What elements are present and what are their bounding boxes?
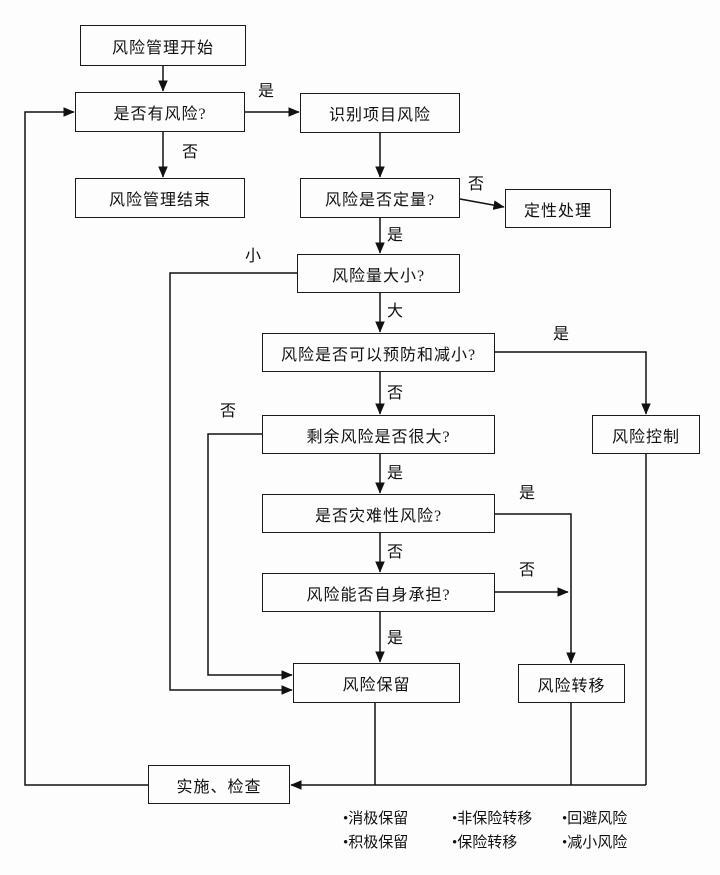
edge-residual-no-retain <box>207 433 293 680</box>
node-qualitative: 定性处理 <box>505 189 611 228</box>
node-catastrophic: 是否灾难性风险? <box>262 494 495 533</box>
legend-non-insurance-transfer: •非保险转移 <box>452 811 533 827</box>
edge-label-no: 否 <box>220 403 237 420</box>
edge-label-no: 否 <box>468 176 485 193</box>
edge-label-no: 否 <box>519 562 536 579</box>
edge-magnitude-small-retain <box>169 272 297 695</box>
edge-label-yes: 是 <box>553 326 570 343</box>
edge-label-no: 否 <box>387 544 404 561</box>
node-magnitude: 风险量大小? <box>297 254 460 293</box>
node-prevent-reduce: 风险是否可以预防和减小? <box>262 333 495 372</box>
legend-insurance-transfer: •保险转移 <box>452 835 518 851</box>
edge-label-yes: 是 <box>387 630 404 647</box>
node-identify-risk: 识别项目风险 <box>300 93 460 133</box>
node-residual-risk: 剩余风险是否很大? <box>262 415 495 454</box>
node-risk-retain: 风险保留 <box>293 663 460 703</box>
node-risk-transfer: 风险转移 <box>518 664 625 703</box>
edge-label-yes: 是 <box>519 485 536 502</box>
legend-reduce-risk: •减小风险 <box>562 835 628 851</box>
edge-label-yes: 是 <box>258 83 275 100</box>
node-quantify: 风险是否定量? <box>300 178 460 218</box>
edge-label-no: 否 <box>182 144 199 161</box>
edge-label-yes: 是 <box>387 227 404 244</box>
edge-label-big: 大 <box>387 303 404 320</box>
node-self-bear: 风险能否自身承担? <box>262 573 495 612</box>
edge-label-yes: 是 <box>387 465 404 482</box>
node-implement-check: 实施、检查 <box>148 765 290 804</box>
edge-label-small: 小 <box>245 248 262 265</box>
edge-label-no: 否 <box>387 385 404 402</box>
node-risk-control: 风险控制 <box>592 415 700 454</box>
edge-catastrophic-transfer <box>495 513 576 664</box>
edge-prevent-control <box>495 351 651 415</box>
node-start: 风险管理开始 <box>80 25 246 66</box>
edge-quantify-qualitative <box>459 198 505 210</box>
legend-passive-retention: •消极保留 <box>343 811 409 827</box>
legend-active-retention: •积极保留 <box>343 835 409 851</box>
node-end: 风险管理结束 <box>75 178 245 218</box>
legend-avoid-risk: •回避风险 <box>562 811 628 827</box>
edge-implement-loopback <box>24 107 148 786</box>
node-has-risk: 是否有风险? <box>75 92 245 132</box>
